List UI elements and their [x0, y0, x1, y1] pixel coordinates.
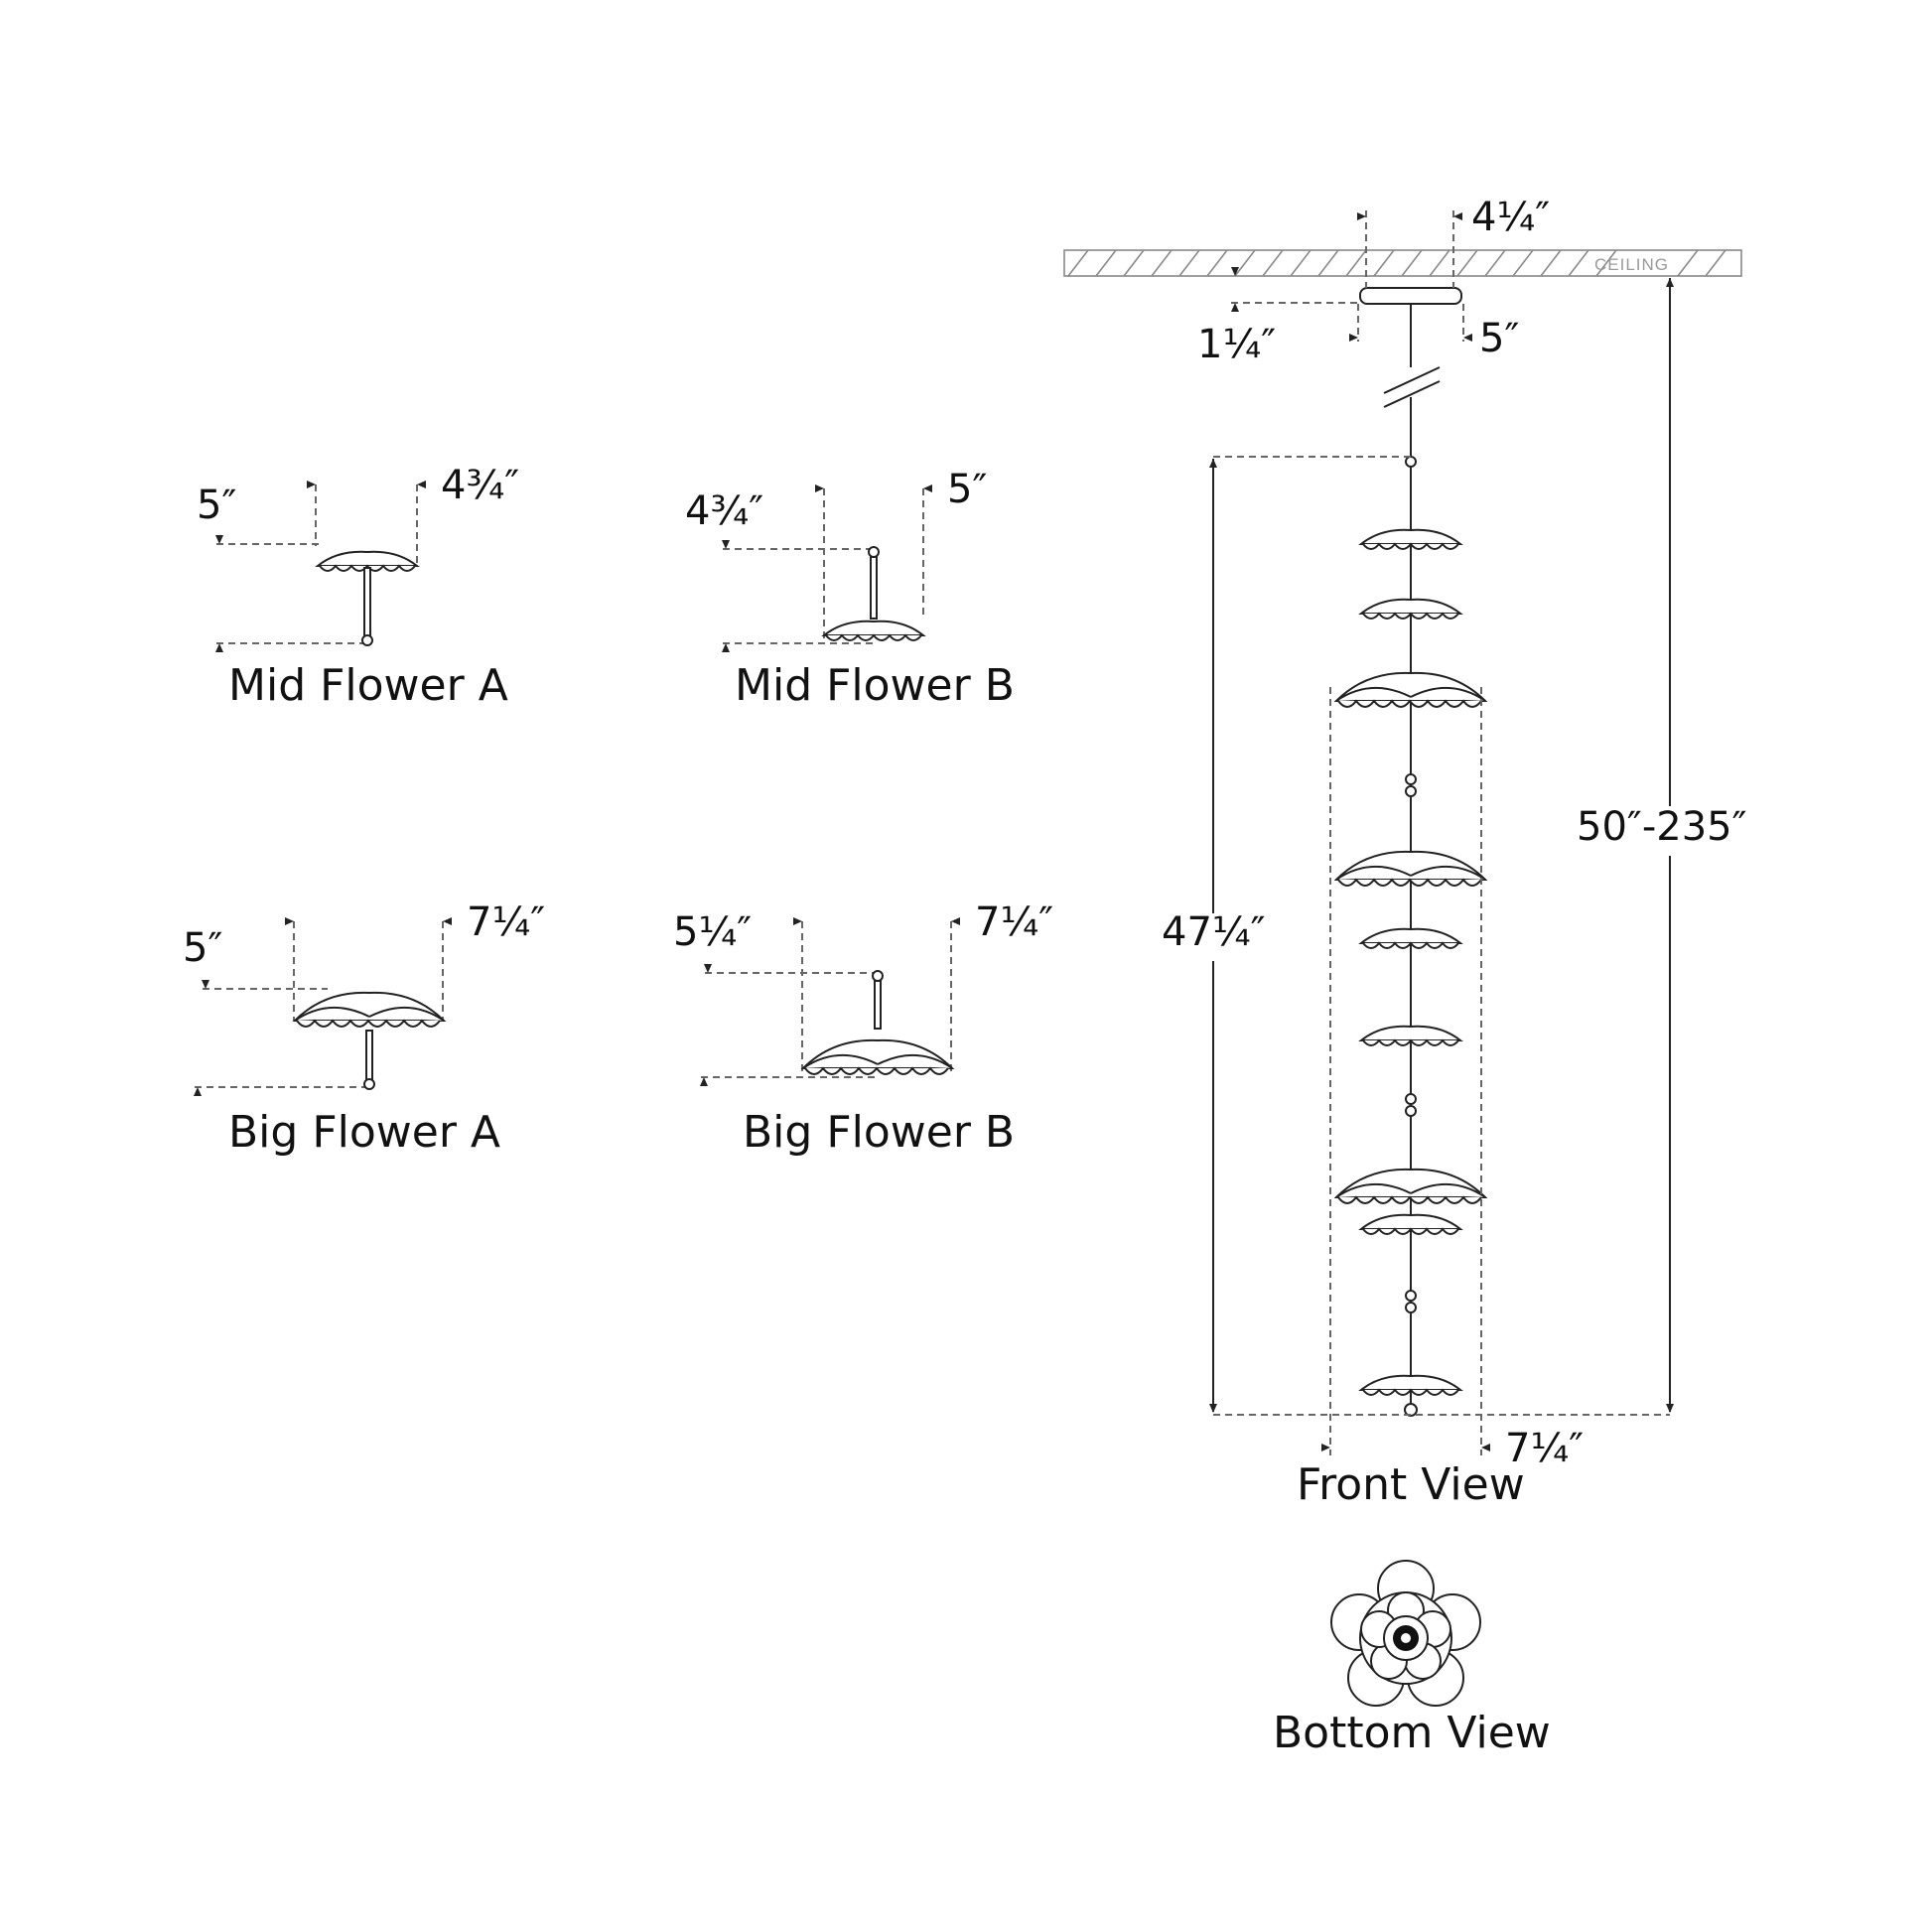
- overall-height-label: 50″-235″: [1577, 804, 1747, 850]
- mid-flower-b-height-label: 4¾″: [685, 488, 763, 534]
- connector-beads: [1404, 456, 1418, 1417]
- canopy-offset-label: 5″: [1479, 316, 1519, 361]
- bottom-view-drawing: [1330, 1560, 1481, 1707]
- big-flower-a-drawing: [194, 917, 452, 1096]
- big-flower-b-width-label: 7¼″: [975, 899, 1053, 945]
- canopy-height-label: 1¼″: [1197, 322, 1276, 367]
- fixture-width-label: 7¼″: [1505, 1426, 1584, 1471]
- ceiling-label: CEILING: [1594, 255, 1669, 274]
- mid-flower-a-width-label: 4¾″: [441, 463, 519, 508]
- ceiling: [1063, 249, 1742, 277]
- mid-flower-a-drawing: [215, 481, 426, 652]
- big-flower-a-width-label: 7¼″: [467, 899, 545, 945]
- big-flower-a-caption: Big Flower A: [228, 1107, 500, 1158]
- mid-flower-a-height-label: 5″: [197, 483, 236, 528]
- mid-flower-b-width-label: 5″: [947, 467, 987, 512]
- canopy-width-label: 4¼″: [1471, 195, 1550, 240]
- bottom-view-caption: Bottom View: [1273, 1708, 1551, 1758]
- mid-flower-a-caption: Mid Flower A: [228, 660, 508, 711]
- mid-flower-b-caption: Mid Flower B: [735, 660, 1015, 711]
- big-flower-b-drawing: [700, 917, 960, 1086]
- fixture-height-label: 47¼″: [1162, 909, 1266, 955]
- big-flower-a-height-label: 5″: [183, 925, 222, 971]
- mid-flower-b-drawing: [722, 484, 932, 652]
- canopy: [1359, 287, 1462, 305]
- front-view-caption: Front View: [1297, 1459, 1525, 1510]
- big-flower-b-caption: Big Flower B: [743, 1107, 1015, 1158]
- big-flower-b-height-label: 5¼″: [673, 909, 752, 955]
